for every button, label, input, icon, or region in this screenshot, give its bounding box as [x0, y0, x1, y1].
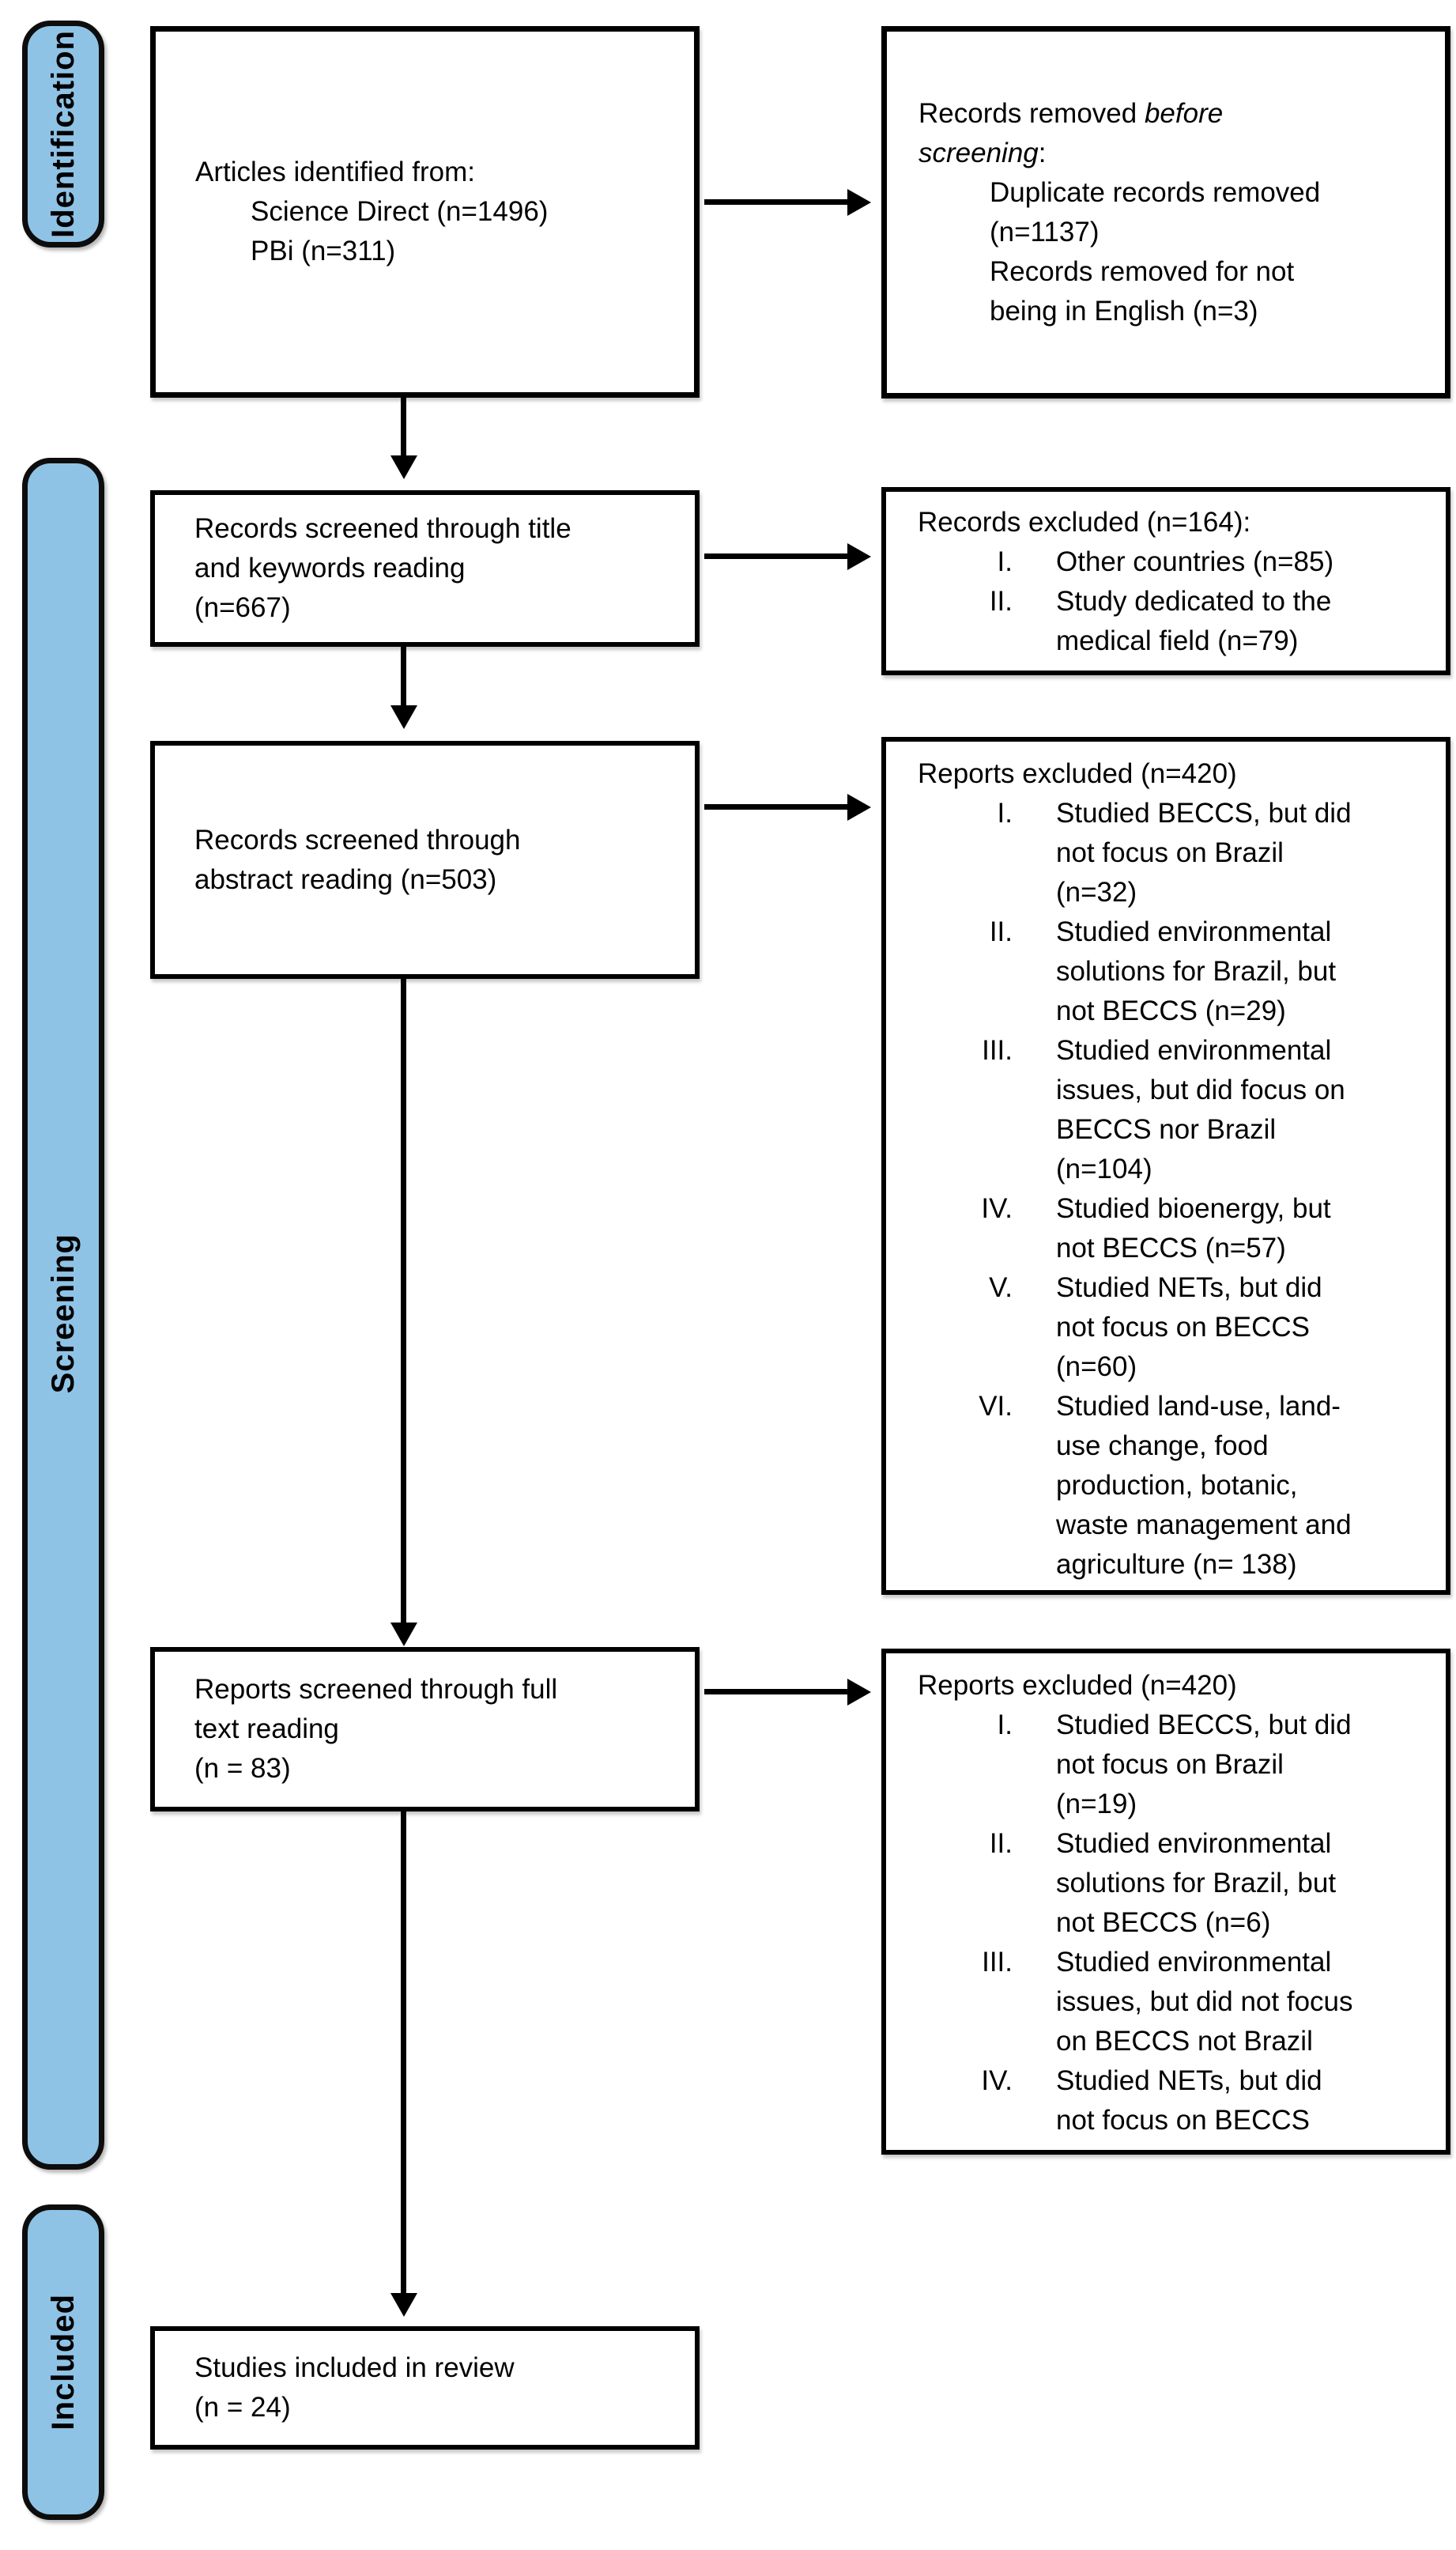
- box-count: (n = 83): [194, 1753, 291, 1784]
- box-title: Records removed before screening:: [887, 94, 1330, 173]
- arrow-abstract-to-excluded: [704, 804, 847, 810]
- arrow-abstract-to-fulltext-screening: [401, 979, 406, 1623]
- box-screened-abstract: Records screened through abstract readin…: [150, 741, 700, 979]
- roman-numeral: II.: [989, 916, 1013, 947]
- roman-text: Other countries (n=85): [1056, 546, 1334, 577]
- roman-item: IV. Studied NETs, but did not focus on B…: [886, 2061, 1446, 2140]
- roman-text: Studied environmental solutions for Braz…: [1056, 916, 1337, 1026]
- roman-item: V. Studied NETs, but did not focus on BE…: [886, 1268, 1446, 1387]
- arrow-identified-to-title-screening: [401, 398, 406, 455]
- stage-bar-screening: Screening: [22, 458, 104, 2170]
- roman-numeral: III.: [982, 1035, 1013, 1066]
- roman-text: Studied land-use, land-use change, food …: [1056, 1391, 1352, 1580]
- box-records-excluded-title: Records excluded (n=164): I. Other count…: [881, 487, 1450, 675]
- box-title: Reports excluded (n=420): [918, 758, 1237, 789]
- roman-numeral: II.: [989, 1828, 1013, 1859]
- roman-numeral: I.: [997, 546, 1013, 577]
- box-text: Records screened through title and keywo…: [194, 513, 571, 584]
- roman-text: Studied NETs, but did not focus on BECCS: [1056, 2065, 1322, 2136]
- box-text: Studies included in review: [194, 2352, 515, 2383]
- box-count: (n = 24): [194, 2392, 291, 2423]
- roman-text: Studied BECCS, but did not focus on Braz…: [1056, 798, 1352, 908]
- box-studies-included: Studies included in review (n = 24): [150, 2326, 700, 2450]
- roman-item: IV. Studied bioenergy, but not BECCS (n=…: [886, 1189, 1446, 1268]
- arrow-fulltext-to-included: [401, 1811, 406, 2293]
- roman-text: Studied environmental solutions for Braz…: [1056, 1828, 1337, 1938]
- roman-item: I. Studied BECCS, but did not focus on B…: [886, 1706, 1446, 1824]
- box-screened-fulltext: Reports screened through full text readi…: [150, 1647, 700, 1811]
- box-reports-excluded-fulltext: Reports excluded (n=420) I. Studied BECC…: [881, 1649, 1450, 2155]
- box-title: Records excluded (n=164):: [918, 507, 1251, 538]
- roman-numeral: IV.: [981, 1193, 1013, 1224]
- removed-item: Records removed for not being in English…: [990, 255, 1295, 327]
- roman-numeral: I.: [997, 1709, 1013, 1740]
- roman-item: II. Study dedicated to the medical field…: [886, 582, 1446, 661]
- source-item: Science Direct (n=1496): [251, 196, 549, 227]
- arrow-title-to-excluded: [704, 553, 847, 559]
- title-tail: :: [1038, 137, 1047, 168]
- roman-item: II. Studied environmental solutions for …: [886, 912, 1446, 1031]
- arrow-title-to-abstract-screening: [401, 647, 406, 705]
- roman-numeral: III.: [982, 1947, 1013, 1978]
- roman-text: Studied environmental issues, but did no…: [1056, 1947, 1353, 2057]
- box-title: Reports excluded (n=420): [918, 1670, 1237, 1701]
- box-records-removed-before-screening: Records removed before screening: Duplic…: [881, 26, 1450, 399]
- arrow-identified-to-removed: [704, 199, 847, 205]
- roman-item: III. Studied environmental issues, but d…: [886, 1943, 1446, 2061]
- title-emphasis: before screening: [918, 97, 1224, 168]
- roman-item: VI. Studied land-use, land-use change, f…: [886, 1387, 1446, 1585]
- roman-numeral: II.: [989, 586, 1013, 617]
- roman-item: III. Studied environmental issues, but d…: [886, 1031, 1446, 1189]
- box-count: (n=667): [194, 592, 291, 623]
- title-lead: Records removed: [918, 97, 1145, 129]
- arrow-fulltext-to-excluded: [704, 1689, 847, 1694]
- stage-label-included: Included: [46, 2294, 81, 2431]
- roman-numeral: I.: [997, 798, 1013, 829]
- box-title: Articles identified from:: [195, 157, 476, 187]
- box-articles-identified: Articles identified from: Science Direct…: [150, 26, 700, 398]
- stage-bar-included: Included: [22, 2204, 104, 2520]
- source-item: PBi (n=311): [251, 236, 396, 266]
- stage-label-screening: Screening: [46, 1233, 81, 1394]
- box-screened-title-keywords: Records screened through title and keywo…: [150, 490, 700, 647]
- roman-text: Studied BECCS, but did not focus on Braz…: [1056, 1709, 1352, 1819]
- roman-text: Studied bioenergy, but not BECCS (n=57): [1056, 1193, 1331, 1264]
- roman-item: II. Studied environmental solutions for …: [886, 1824, 1446, 1943]
- roman-numeral: IV.: [981, 2065, 1013, 2096]
- roman-text: Studied environmental issues, but did fo…: [1056, 1035, 1345, 1184]
- roman-numeral: VI.: [979, 1391, 1013, 1422]
- roman-item: I. Studied BECCS, but did not focus on B…: [886, 794, 1446, 912]
- roman-numeral: V.: [989, 1272, 1013, 1303]
- stage-label-identification: Identification: [46, 30, 81, 238]
- box-text: Reports screened through full text readi…: [194, 1674, 558, 1744]
- removed-item: Duplicate records removed (n=1137): [990, 176, 1321, 247]
- roman-item: I. Other countries (n=85): [886, 542, 1446, 582]
- roman-text: Studied NETs, but did not focus on BECCS…: [1056, 1272, 1322, 1382]
- stage-bar-identification: Identification: [22, 21, 104, 247]
- box-text: Records screened through abstract readin…: [194, 824, 521, 895]
- box-reports-excluded-abstract: Reports excluded (n=420) I. Studied BECC…: [881, 737, 1450, 1595]
- roman-text: Study dedicated to the medical field (n=…: [1056, 586, 1332, 656]
